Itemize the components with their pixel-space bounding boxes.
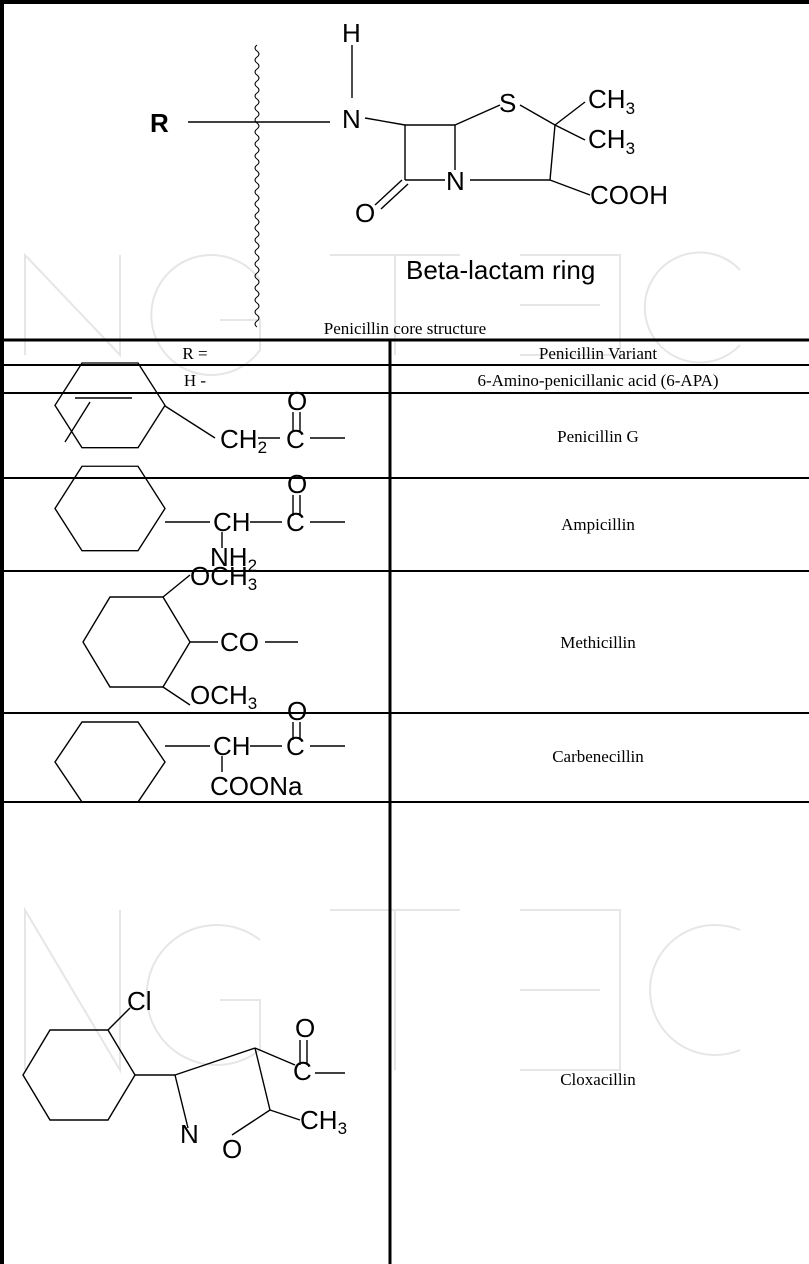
svg-text:CH3: CH3: [588, 124, 635, 158]
r-group-methicillin: [82, 574, 298, 706]
watermark: [24, 251, 741, 1074]
cooh-label: COOH: [590, 180, 668, 210]
svg-text:CH3: CH3: [300, 1105, 347, 1138]
clox-ch3-sub: 3: [338, 1119, 347, 1138]
r-group-cloxacillin: [22, 1007, 345, 1136]
n-ring-label: N: [446, 166, 465, 196]
clox-o: O: [295, 1013, 315, 1043]
core-structure: [188, 44, 591, 328]
svg-text:CH3: CH3: [588, 84, 635, 118]
col-r-header: R =: [182, 344, 207, 363]
peng-o: O: [287, 386, 307, 416]
ch3-top-label: CH: [588, 84, 626, 114]
col-variant-header: Penicillin Variant: [539, 344, 657, 363]
r-group-methicillin-labels: OCH3 CO OCH3: [190, 561, 259, 713]
core-labels: R H N S N O CH3 CH3 COOH Beta-lactam rin…: [150, 18, 668, 338]
row-r-h: H -: [184, 371, 207, 390]
svg-text:OCH3: OCH3: [190, 561, 257, 594]
clox-ch3: CH: [300, 1105, 338, 1135]
clox-c: C: [293, 1056, 312, 1086]
row-variant-ampicillin: Ampicillin: [561, 515, 635, 534]
meth-och3-top-sub: 3: [248, 575, 257, 594]
ch3-top-sub: 3: [626, 99, 635, 118]
row-variant-6apa: 6-Amino-penicillanic acid (6-APA): [477, 371, 718, 390]
amp-ch: CH: [213, 507, 251, 537]
beta-lactam-label: Beta-lactam ring: [406, 255, 595, 285]
row-variant-methicillin: Methicillin: [560, 633, 636, 652]
s-label: S: [499, 88, 516, 118]
ch3-mid-label: CH: [588, 124, 626, 154]
r-group-penicillin-g: [54, 362, 345, 449]
amp-nh2: NH: [210, 542, 248, 572]
r-group-penicillin-g-labels: O CH2 C: [220, 386, 307, 457]
r-label: R: [150, 108, 169, 138]
r-group-carbenecillin: [54, 721, 345, 803]
svg-text:CH2: CH2: [220, 424, 267, 457]
r-group-cloxacillin-labels: Cl O C N O CH3: [127, 986, 347, 1164]
r-group-ampicillin: [54, 465, 345, 552]
svg-text:OCH3: OCH3: [190, 680, 257, 713]
core-caption: Penicillin core structure: [324, 319, 486, 338]
n-label: N: [342, 104, 361, 134]
ch3-mid-sub: 3: [626, 139, 635, 158]
o-label: O: [355, 198, 375, 228]
amp-o: O: [287, 469, 307, 499]
carb-coona: COONa: [210, 771, 303, 801]
peng-c: C: [286, 424, 305, 454]
meth-och3-bot-sub: 3: [248, 694, 257, 713]
meth-och3-top: OCH: [190, 561, 248, 591]
r-group-ampicillin-labels: O CH C NH2: [210, 469, 307, 575]
row-variant-penicillin-g: Penicillin G: [557, 427, 639, 446]
row-variant-cloxacillin: Cloxacillin: [560, 1070, 636, 1089]
row-variant-carbenecillin: Carbenecillin: [552, 747, 644, 766]
peng-ch2-sub: 2: [258, 438, 267, 457]
carb-ch: CH: [213, 731, 251, 761]
svg-text:NH2: NH2: [210, 542, 257, 575]
clox-n: N: [180, 1119, 199, 1149]
clox-cl: Cl: [127, 986, 152, 1016]
amp-c: C: [286, 507, 305, 537]
clox-o-ring: O: [222, 1134, 242, 1164]
carb-c: C: [286, 731, 305, 761]
carb-o: O: [287, 696, 307, 726]
meth-co: CO: [220, 627, 259, 657]
r-group-carbenecillin-labels: O CH C COONa: [210, 696, 307, 801]
h-label: H: [342, 18, 361, 48]
amp-nh2-sub: 2: [248, 556, 257, 575]
meth-och3-bot: OCH: [190, 680, 248, 710]
peng-ch2: CH: [220, 424, 258, 454]
